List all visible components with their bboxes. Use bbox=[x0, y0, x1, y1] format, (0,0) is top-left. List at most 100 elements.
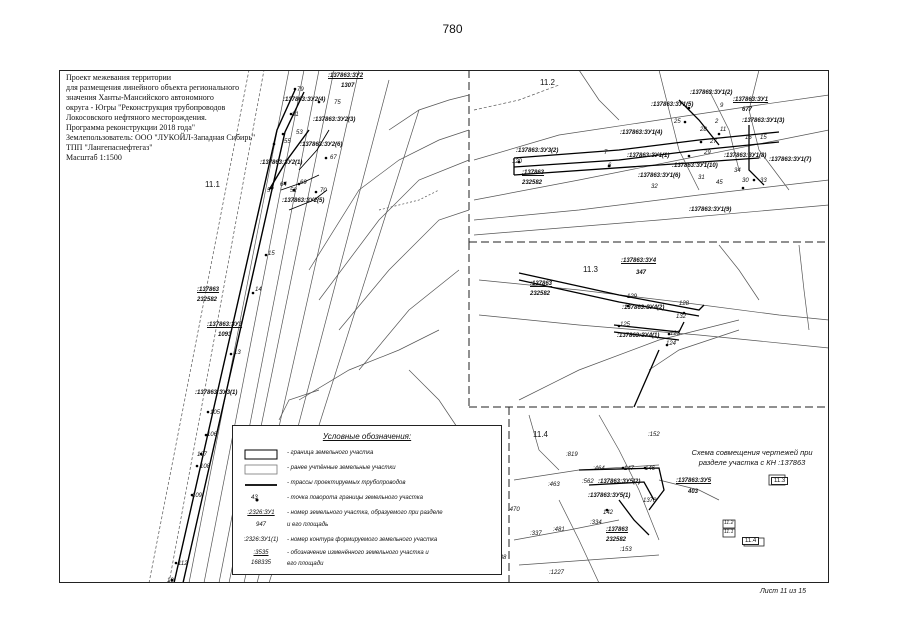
point-label: 109 bbox=[192, 493, 203, 499]
point-label: 64 bbox=[280, 182, 287, 188]
project-line: округа - Югры "Реконструкция трубопровод… bbox=[66, 103, 226, 112]
contour-label: :137863:ЗУ4(2) bbox=[622, 305, 665, 311]
legend-point-sample: 43 bbox=[251, 495, 258, 501]
project-line: Локосовского нефтяного месторождения. bbox=[66, 113, 207, 122]
scheme-box: 11.3 bbox=[771, 477, 789, 485]
contour-label: :137863:ЗУ1(4) bbox=[620, 130, 663, 136]
parcel-code: :137863:ЗУ4 bbox=[621, 258, 657, 264]
cadastral-number: :463 bbox=[548, 482, 560, 488]
drawing-frame bbox=[59, 70, 829, 583]
point-label: 128 bbox=[679, 301, 690, 307]
contour-label: :137863:ЗУ2(5) bbox=[282, 198, 325, 204]
point-label: 142 bbox=[603, 510, 614, 516]
combination-scheme: Схема совмещения чертежей при разделе уч… bbox=[677, 448, 827, 468]
legend-item: :3535 168335 - обозначение изменённого з… bbox=[233, 548, 501, 574]
contour-label: :137863:ЗУ1(10) bbox=[672, 163, 718, 169]
cadastral-number: :137863 bbox=[197, 287, 220, 293]
project-line: Масштаб 1:1500 bbox=[66, 153, 122, 162]
sheet-number: Лист 11 из 15 bbox=[760, 588, 807, 595]
parcel-code: :137863:ЗУ5 bbox=[676, 478, 712, 484]
legend-item: - трассы проектируемых трубопроводов bbox=[233, 478, 501, 492]
cadastral-number: :152 bbox=[648, 432, 660, 438]
point-label: 120 bbox=[512, 159, 523, 165]
contour-label: :137863:ЗУ1(7) bbox=[769, 157, 812, 163]
point-label: 6 bbox=[608, 163, 612, 169]
cadastral-number: :137863 bbox=[606, 527, 629, 533]
point-label: 106 bbox=[207, 432, 218, 438]
cadastral-number: :464 bbox=[593, 466, 605, 472]
registered-parcel-swatch bbox=[244, 464, 278, 475]
pipeline-swatch bbox=[245, 484, 277, 486]
point-label: 81 bbox=[292, 112, 299, 118]
scheme-subtitle: разделе участка с КН :137863 bbox=[698, 458, 806, 467]
cadastral-number: :481 bbox=[553, 527, 565, 533]
contour-label: :137863:ЗУ4(1) bbox=[617, 333, 660, 339]
point-label: 123 bbox=[670, 331, 681, 337]
contour-label: :137863:ЗУ2(6) bbox=[300, 142, 343, 148]
point-label: 52 bbox=[290, 188, 297, 194]
contour-label: :137863:ЗУ1(5) bbox=[651, 102, 694, 108]
project-line: Программа реконструкции 2018 года" bbox=[66, 123, 196, 132]
contour-label: :137863:ЗУ1(8) bbox=[724, 153, 767, 159]
point-label: 79 bbox=[297, 87, 304, 93]
point-label: 31 bbox=[698, 175, 705, 181]
scheme-box: 11.4 bbox=[742, 537, 760, 545]
contour-label: :137863:ЗУ2(4) bbox=[283, 97, 326, 103]
legend-text: - ранее учтённые земельные участки bbox=[287, 465, 396, 471]
point-label: 70 bbox=[320, 188, 327, 194]
point-label: 9 bbox=[720, 103, 724, 109]
legend-item: :2326:ЗУ1 947 - номер земельного участка… bbox=[233, 508, 501, 534]
point-label: 75 bbox=[334, 100, 341, 106]
point-label: 147 bbox=[624, 466, 635, 472]
point-label: 112 bbox=[178, 561, 188, 567]
legend-text: и его площадь bbox=[287, 522, 329, 528]
legend-changed-sample: :3535 bbox=[253, 550, 269, 556]
parcel-area: 677 bbox=[742, 107, 753, 113]
point-label: 11 bbox=[720, 127, 727, 133]
point-label: 69 bbox=[300, 180, 307, 186]
point-label: 7 bbox=[604, 150, 608, 156]
point-label: 30 bbox=[742, 178, 749, 184]
contour-label: :137863:ЗУ2(1) bbox=[260, 160, 303, 166]
legend-text: - точка поворота границы земельного учас… bbox=[287, 495, 423, 501]
contour-label: :137863:ЗУ1(2) bbox=[690, 90, 733, 96]
point-label: 15 bbox=[760, 135, 767, 141]
point-label: 132 bbox=[676, 314, 687, 320]
legend: Условные обозначения: - граница земельно… bbox=[232, 425, 502, 575]
project-line: значения Ханты-Мансийского автономного bbox=[66, 93, 214, 102]
point-label: 34 bbox=[734, 168, 741, 174]
point-label: 32 bbox=[651, 184, 658, 190]
cadastral-number: :819 bbox=[566, 452, 578, 458]
legend-text: - трассы проектируемых трубопроводов bbox=[287, 480, 406, 486]
project-line: Проект межевания территории bbox=[66, 73, 172, 82]
cadastral-number: :1227 bbox=[549, 570, 565, 576]
point-label: 28 bbox=[700, 127, 707, 133]
legend-changed-area: 168335 bbox=[250, 560, 272, 566]
contour-label: :137863:ЗУ5(1) bbox=[588, 493, 631, 499]
point-label: 125 bbox=[620, 322, 631, 328]
contour-label: :137863:ЗУ1(9) bbox=[689, 207, 732, 213]
contour-label: :137863:ЗУ1(3) bbox=[742, 118, 785, 124]
cadastral-number: :137863 bbox=[530, 281, 553, 287]
parcel-code: :137863:ЗУ3 bbox=[207, 322, 243, 328]
parcel-code: :137863:ЗУ2 bbox=[328, 73, 364, 79]
legend-text: - граница земельного участка bbox=[287, 450, 374, 456]
point-label: 15 bbox=[268, 251, 275, 257]
page-number: 780 bbox=[442, 22, 463, 36]
point-label: 45 bbox=[716, 180, 723, 186]
point-label: 16 bbox=[745, 135, 752, 141]
contour-label: :137863:ЗУ2(3) bbox=[313, 117, 356, 123]
scheme-title: Схема совмещения чертежей при bbox=[691, 448, 813, 457]
contour-label: :137863:ЗУ5(2) bbox=[598, 479, 641, 485]
legend-code-area: 947 bbox=[255, 522, 266, 528]
project-line: Землепользователь: ООО "ЛУКОЙЛ-Западная … bbox=[66, 133, 256, 142]
legend-text: - обозначение изменённого земельного уча… bbox=[287, 550, 429, 556]
legend-item: :2326:ЗУ1(1) - номер контура формируемог… bbox=[233, 535, 501, 549]
zone-label: 11.4 bbox=[533, 430, 548, 439]
point-label: 2 bbox=[715, 119, 719, 125]
point-label: 57 bbox=[267, 188, 274, 194]
point-label: 105 bbox=[210, 410, 221, 416]
cadastral-number: :153 bbox=[620, 547, 632, 553]
point-label: 108 bbox=[200, 464, 211, 470]
point-label: 146 bbox=[645, 466, 656, 472]
